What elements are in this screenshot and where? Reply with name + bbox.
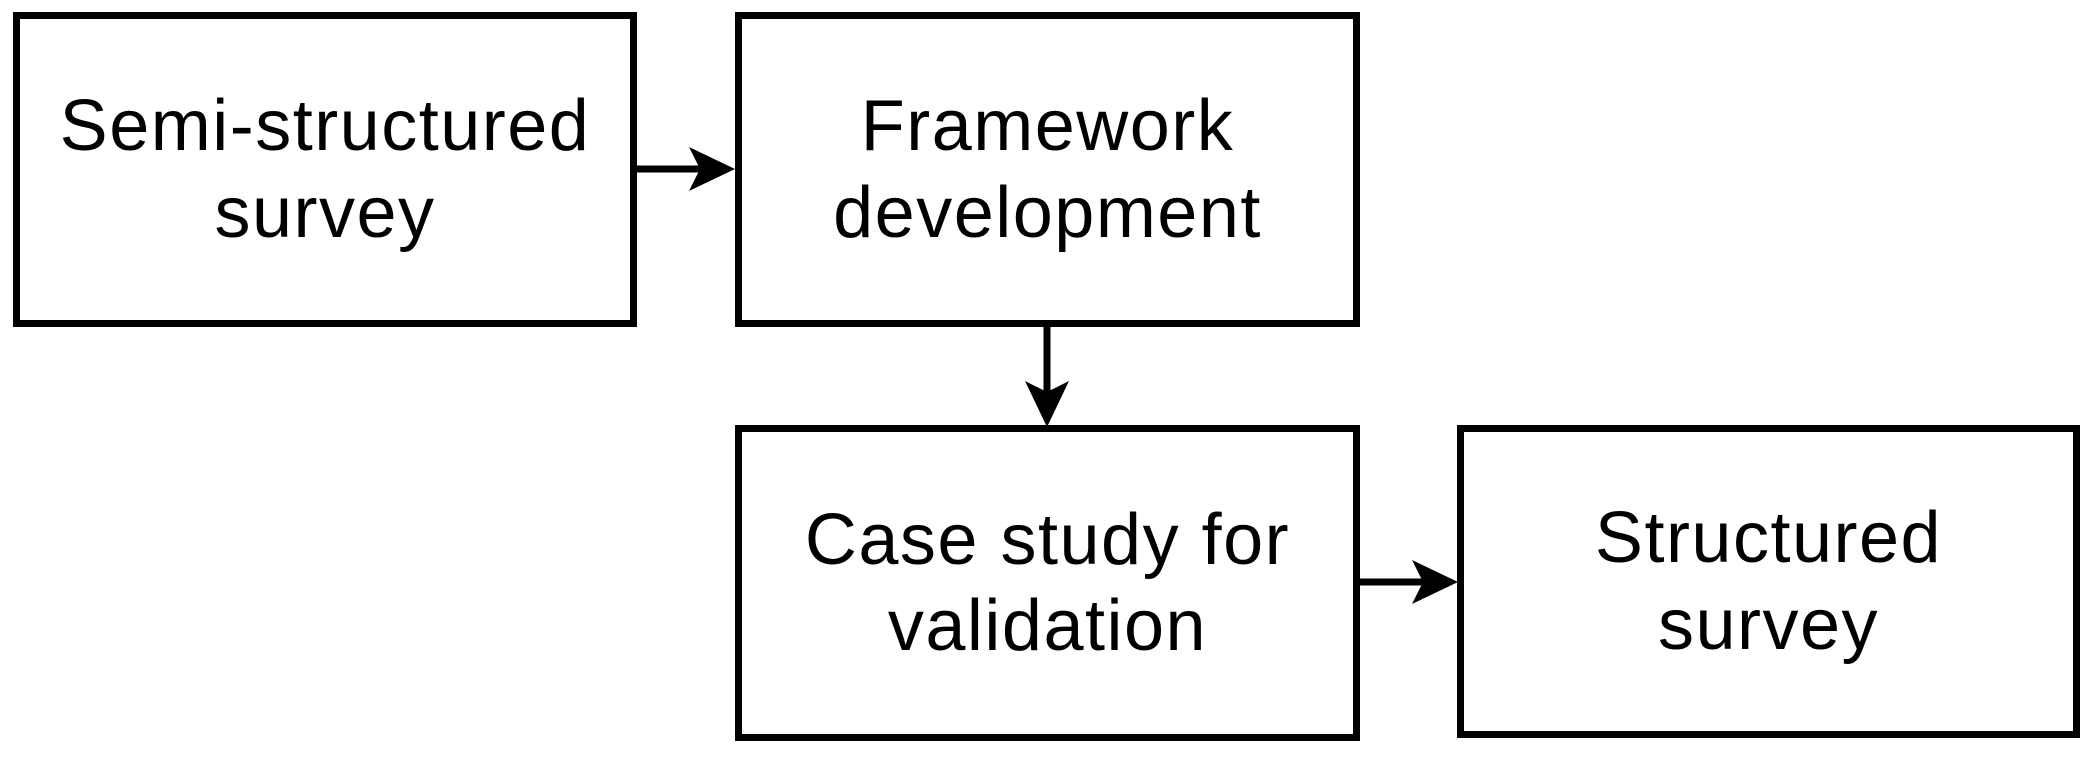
node-structured-survey: Structured survey <box>1457 425 2080 738</box>
node-label-framework-development: Framework development <box>833 86 1262 253</box>
arrow-case-study-to-structured-survey-icon <box>1360 560 1458 604</box>
node-framework-development: Framework development <box>735 12 1360 327</box>
arrow-survey-to-framework-icon <box>637 147 735 191</box>
node-case-study-validation: Case study for validation <box>735 425 1360 741</box>
node-label-semi-structured-survey: Semi-structured survey <box>59 86 591 253</box>
node-label-case-study-validation: Case study for validation <box>804 499 1291 666</box>
node-label-structured-survey: Structured survey <box>1594 498 1943 665</box>
arrow-framework-to-case-study-icon <box>1025 327 1069 427</box>
node-semi-structured-survey: Semi-structured survey <box>13 12 637 327</box>
